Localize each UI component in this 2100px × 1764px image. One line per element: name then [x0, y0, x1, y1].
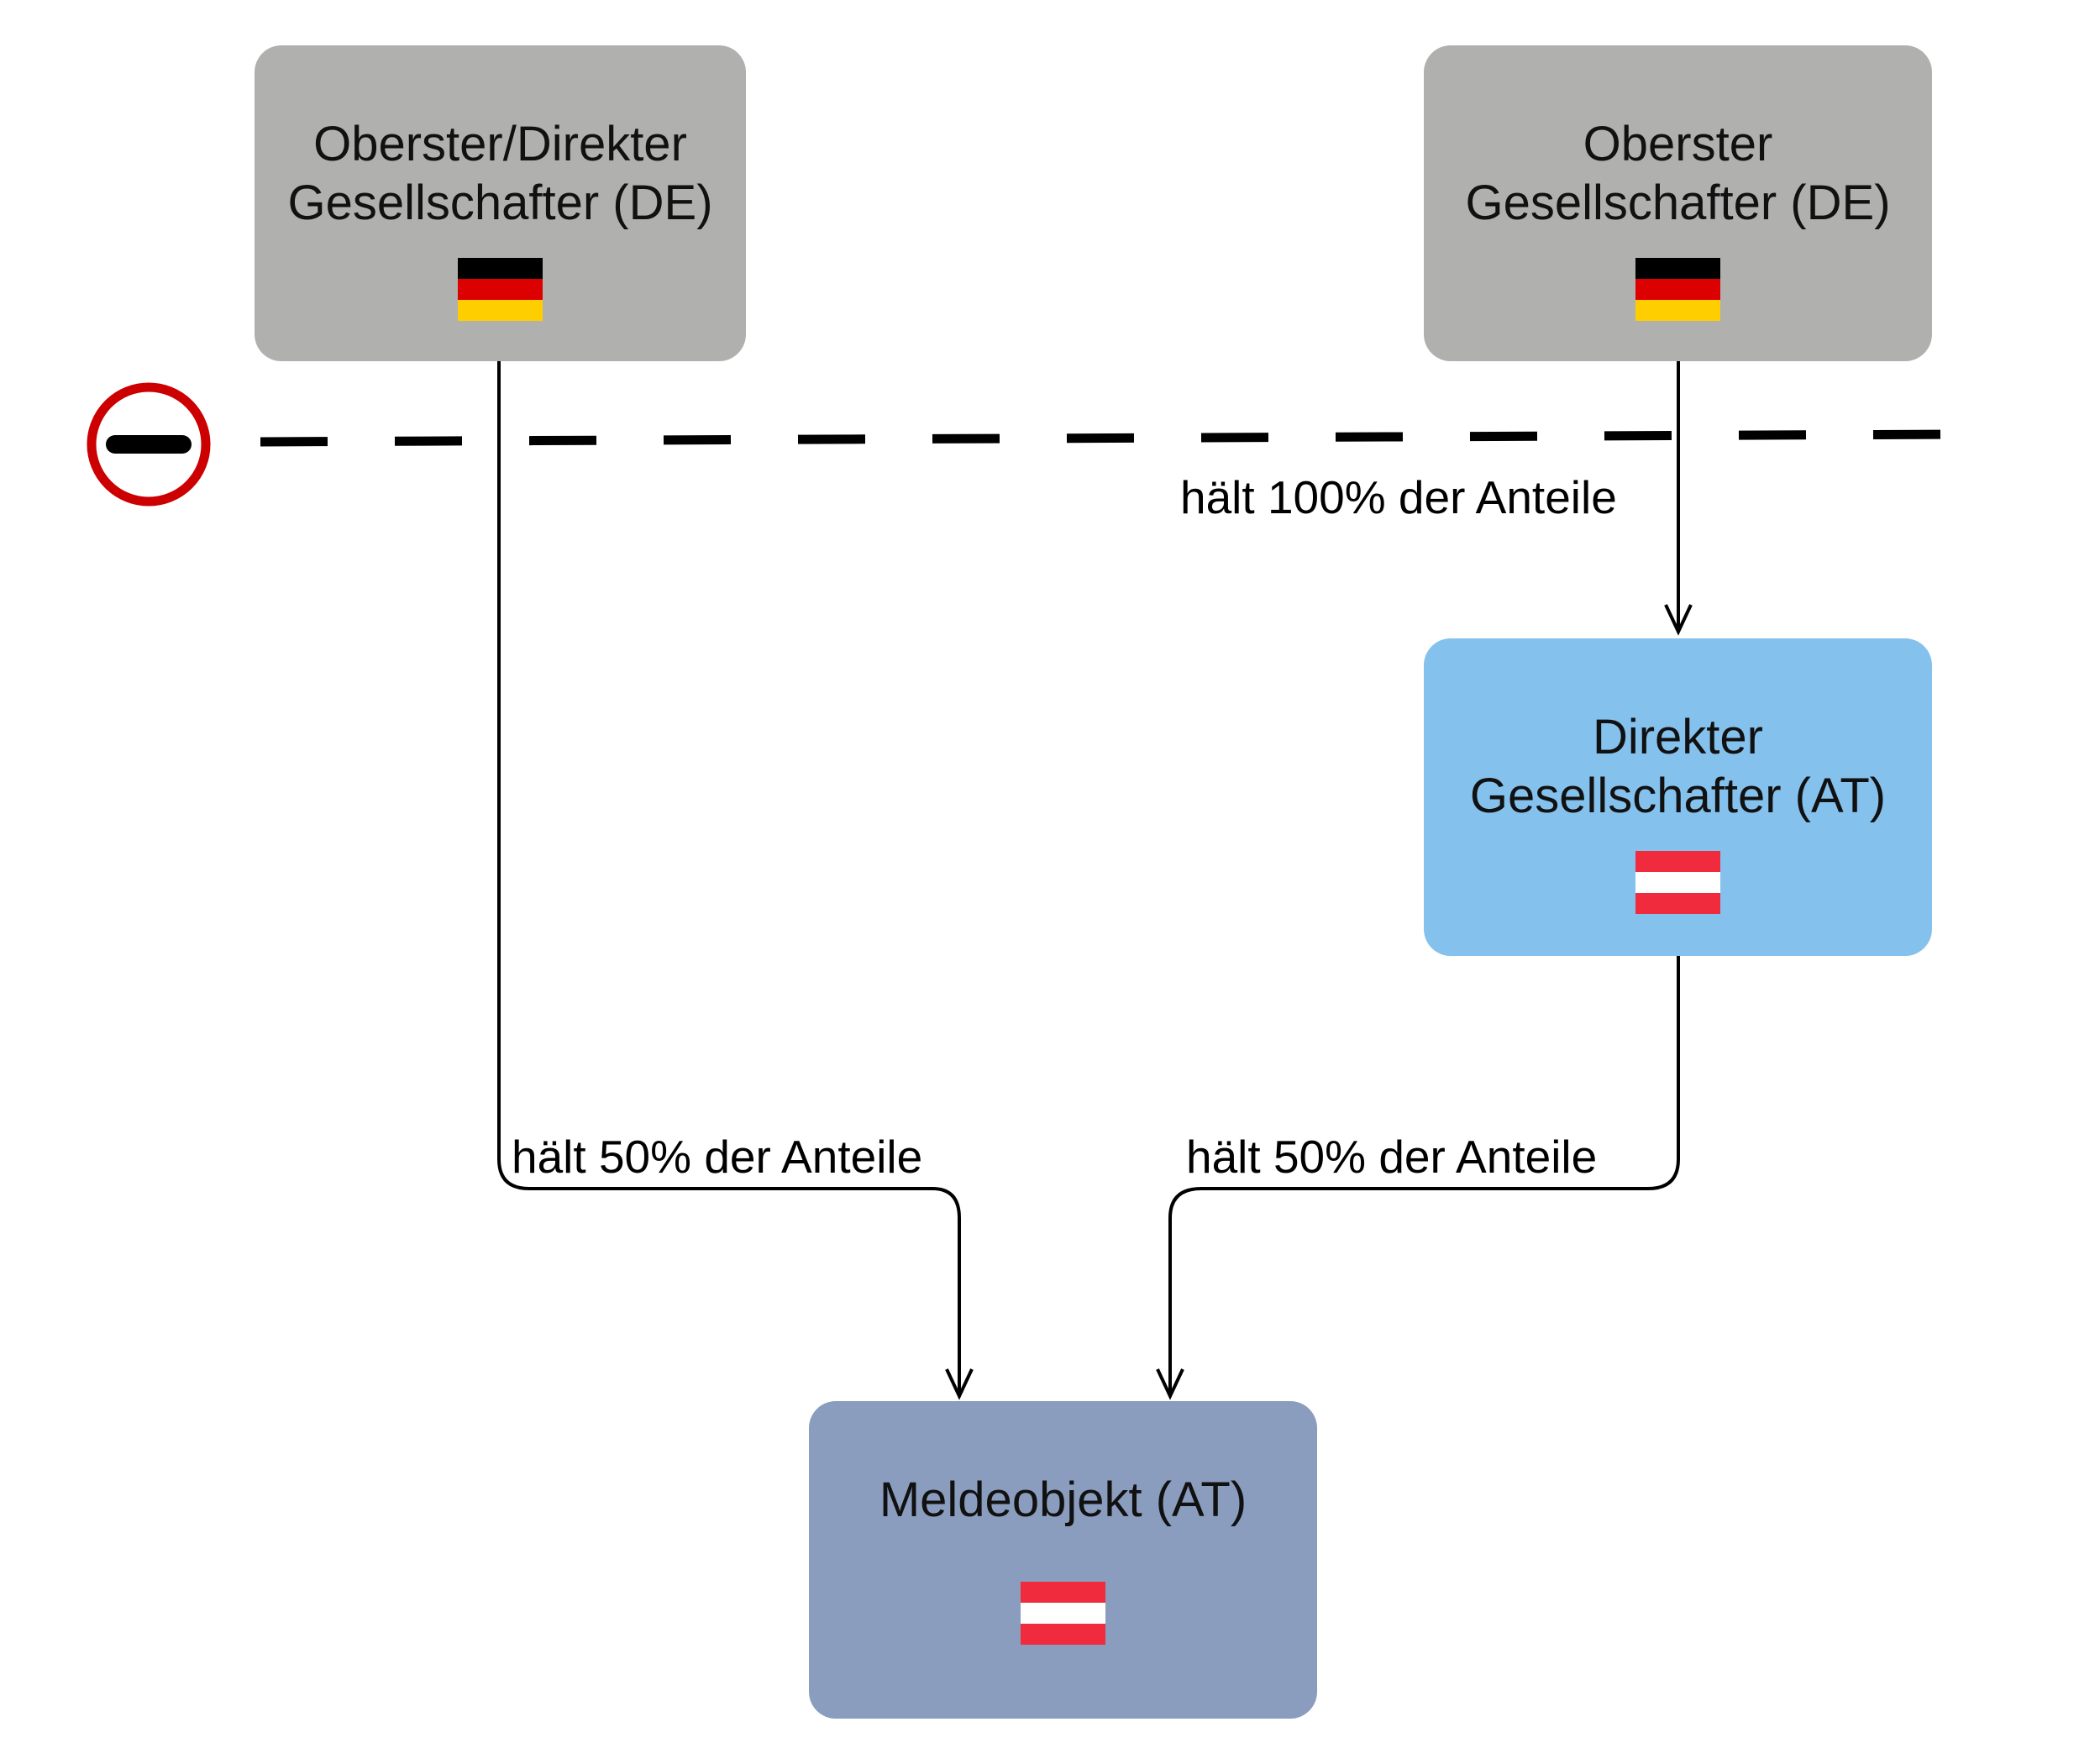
edge-label-ultimate-direct-to-reporting: hält 50% der Anteile [512, 1131, 923, 1183]
node-ultimate-shareholder-de: Oberster Gesellschafter (DE) [1424, 45, 1932, 361]
germany-flag-icon [1635, 258, 1720, 321]
austria-flag-icon [1635, 851, 1720, 914]
node-label: Oberster Gesellschafter (DE) [1465, 117, 1891, 230]
germany-flag-icon [458, 258, 543, 321]
node-label: Direkter Gesellschafter (AT) [1469, 710, 1887, 823]
edge-line-direct-at-to-reporting [1156, 956, 1680, 1400]
node-direct-shareholder-at: Direkter Gesellschafter (AT) [1424, 638, 1932, 956]
edge-label-ultimate-to-direct-at: hält 100% der Anteile [1180, 471, 1617, 523]
node-ultimate-direct-shareholder-de: Oberster/Direkter Gesellschafter (DE) [255, 45, 746, 361]
node-label: Oberster/Direkter Gesellschafter (DE) [287, 117, 713, 230]
border-dashed-line [260, 429, 1958, 447]
austria-flag-icon [1021, 1582, 1105, 1645]
node-reporting-entity-at: Meldeobjekt (AT) [809, 1401, 1317, 1719]
no-entry-sign-icon [87, 382, 211, 507]
edge-line-ultimate-direct-to-reporting [497, 361, 974, 1400]
node-label: Meldeobjekt (AT) [879, 1473, 1247, 1527]
edge-label-direct-at-to-reporting: hält 50% der Anteile [1186, 1131, 1598, 1183]
